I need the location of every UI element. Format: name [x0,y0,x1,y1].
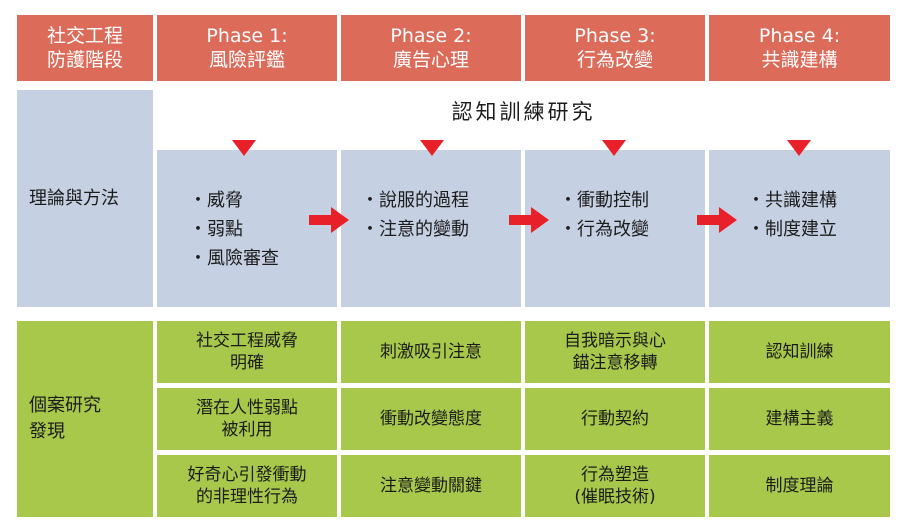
case-cell: 潛在人性弱點被利用 [157,388,337,450]
case-text: 錨注意移轉 [572,353,658,373]
case-cell: 制度理論 [709,455,890,517]
cases-label-cell: 個案研究 發現 [17,321,153,517]
case-text: 行為塑造 [580,465,649,485]
theory-column-1: 威脅 弱點 風險審查 [157,150,337,307]
case-text: 自我暗示與心 [564,331,666,351]
list-item: 制度建立 [747,215,837,244]
phase-4-header: Phase 4: 共識建構 [709,15,890,81]
phase-4-number: Phase 4: [758,25,841,47]
case-cell: 建構主義 [709,388,890,450]
case-text: 潛在人性弱點 [196,398,298,418]
case-cell: 衝動改變態度 [341,388,521,450]
case-cell: 刺激吸引注意 [341,321,521,383]
right-arrow-icon [697,207,737,233]
theory-column-2: 說服的過程 注意的變動 [341,150,521,307]
list-item: 弱點 [189,215,279,244]
down-triangle-icon [232,140,256,156]
phase-1-number: Phase 1: [206,25,288,47]
case-text: 明確 [230,353,264,373]
phase-3-header: Phase 3: 行為改變 [525,15,705,81]
list-item: 共識建構 [747,186,837,215]
case-text: 被利用 [221,420,273,440]
list-item: 注意的變動 [361,215,469,244]
theory-column-4: 共識建構 制度建立 [709,150,890,307]
down-triangle-icon [420,140,444,156]
case-text: (催眠技術) [574,487,656,507]
case-cell: 自我暗示與心錨注意移轉 [525,321,705,383]
stage-header: 社交工程 防護階段 [17,15,153,81]
cases-label-line-1: 個案研究 [29,395,101,416]
theory-column-3: 衝動控制 行為改變 [525,150,705,307]
case-text: 好奇心引發衝動 [187,465,307,485]
right-arrow-icon [509,207,549,233]
down-triangle-icon [602,140,626,156]
case-cell: 注意變動關鍵 [341,455,521,517]
down-triangle-icon [787,140,811,156]
case-text: 行動契約 [581,409,649,429]
phase-2-number: Phase 2: [390,25,472,47]
phase-1-name: 風險評鑑 [208,49,285,71]
phase-3-name: 行為改變 [576,49,653,71]
case-cell: 認知訓練 [709,321,890,383]
theory-list-1: 威脅 弱點 風險審查 [189,186,279,273]
phase-4-name: 共識建構 [761,49,838,71]
case-cell: 行動契約 [525,388,705,450]
stage-header-line-2: 防護階段 [46,49,123,71]
case-text: 刺激吸引注意 [380,342,482,362]
theory-list-3: 衝動控制 行為改變 [559,186,649,244]
list-item: 行為改變 [559,215,649,244]
case-text: 制度理論 [765,476,834,496]
case-text: 社交工程威脅 [196,331,298,351]
case-cell: 社交工程威脅明確 [157,321,337,383]
list-item: 說服的過程 [361,186,469,215]
theory-list-2: 說服的過程 注意的變動 [361,186,469,244]
phase-2-header: Phase 2: 廣告心理 [341,15,521,81]
case-cell: 行為塑造(催眠技術) [525,455,705,517]
theory-label-cell: 理論與方法 [17,90,153,307]
case-text: 注意變動關鍵 [380,476,482,496]
phase-2-name: 廣告心理 [392,49,469,71]
phase-3-number: Phase 3: [574,25,656,47]
stage-header-line-1: 社交工程 [46,25,123,47]
case-text: 衝動改變態度 [380,409,482,429]
theory-banner: 認知訓練研究 [451,100,596,124]
case-text: 建構主義 [765,409,834,429]
cases-label-line-2: 發現 [29,421,65,442]
list-item: 風險審查 [189,244,279,273]
case-cell: 好奇心引發衝動的非理性行為 [157,455,337,517]
case-text: 的非理性行為 [196,487,298,507]
list-item: 威脅 [189,186,279,215]
phase-1-header: Phase 1: 風險評鑑 [157,15,337,81]
theory-label: 理論與方法 [29,187,119,209]
list-item: 衝動控制 [559,186,649,215]
case-text: 認知訓練 [765,342,834,362]
theory-list-4: 共識建構 制度建立 [747,186,837,244]
right-arrow-icon [309,207,349,233]
